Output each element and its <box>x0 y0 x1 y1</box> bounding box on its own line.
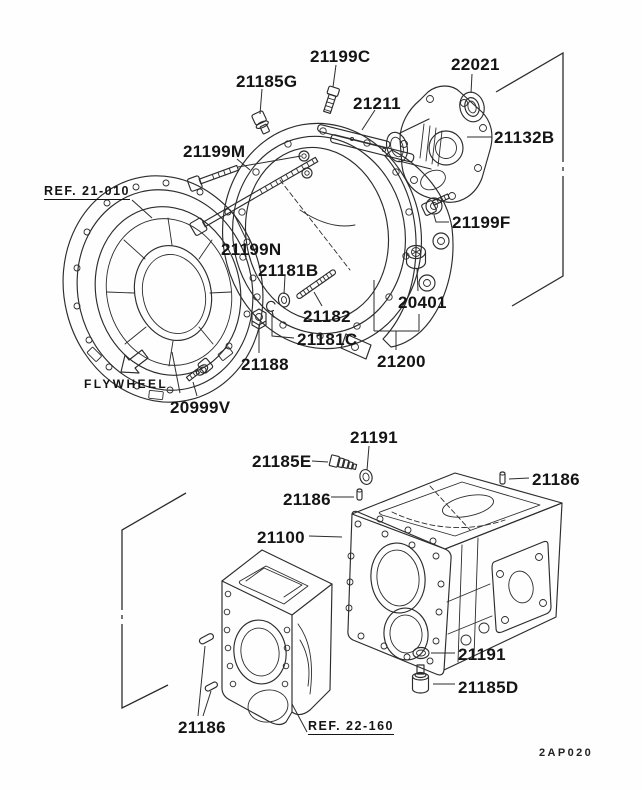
leader-21100 <box>309 536 342 537</box>
cover-front-holes <box>224 591 290 687</box>
leader-22021 <box>471 74 472 93</box>
label-21199m: 21199M <box>183 142 246 161</box>
label-21200: 21200 <box>377 352 426 371</box>
label-21182: 21182 <box>303 307 351 326</box>
pto-cover-21132b-drawing <box>383 86 492 202</box>
diaphragm-finger-lines <box>107 218 231 366</box>
pto-bolt-holes <box>401 96 487 200</box>
pin-21186-mid-drawing <box>357 489 362 500</box>
label-21211: 21211 <box>353 94 401 113</box>
label-21186-bottom: 21186 <box>178 718 226 737</box>
leader-21199m <box>237 159 250 170</box>
case-pad-holes <box>497 554 547 624</box>
group-bracket-left <box>122 493 186 708</box>
clutch-cover-ref21010-drawing <box>39 154 286 423</box>
label-21185g: 21185G <box>236 72 298 91</box>
pin-21186-lower1-drawing <box>198 633 214 645</box>
leader-21199f <box>434 215 449 222</box>
bell-flange-holes <box>239 128 412 339</box>
bell-housing-21200-drawing <box>205 108 453 365</box>
leader-21185e <box>312 461 328 462</box>
label-21191-top: 21191 <box>350 428 398 447</box>
gasket-21211-drawing <box>317 124 414 162</box>
label-21181b: 21181B <box>258 261 319 280</box>
leader-20999v <box>193 382 197 396</box>
leader-lines <box>132 65 529 732</box>
washer-21191-bottom-drawing <box>413 648 429 659</box>
label-21199c: 21199C <box>310 47 371 66</box>
bolt-21185g-drawing <box>251 110 272 135</box>
seal-22021-drawing <box>457 89 488 124</box>
label-21185e: 21185E <box>252 452 312 471</box>
leader-21191-top <box>367 446 369 470</box>
leader-21199c <box>333 65 336 87</box>
label-21186-right: 21186 <box>532 470 580 489</box>
cover-rim-holes <box>74 180 256 393</box>
pin-21186-right-drawing <box>500 472 505 484</box>
case-front-holes <box>346 521 444 664</box>
label-21199f: 21199F <box>452 213 511 232</box>
gear-case-21100-drawing <box>346 473 562 675</box>
leader-21186-bottom-2 <box>203 691 211 716</box>
leader-cover-20999v <box>172 352 180 393</box>
bolt-21199f-drawing <box>421 194 449 216</box>
label-20999v: 20999V <box>170 398 231 417</box>
nut-21188-drawing <box>252 309 266 329</box>
case-top-bosses <box>377 516 436 544</box>
leader-21199n <box>233 212 246 239</box>
leader-21186-right <box>509 478 529 479</box>
stud-21182-drawing <box>296 269 337 299</box>
case-cover-ref22160-drawing <box>222 550 332 725</box>
bolt-21199n-drawing <box>189 157 318 236</box>
bolt-20999v-drawing <box>186 358 213 381</box>
washer-21191-top-drawing <box>358 468 373 486</box>
plug-21185e-drawing <box>329 455 357 472</box>
bolt-21199m-axis-line <box>238 156 301 167</box>
bolt-21199m-drawing <box>187 165 238 191</box>
label-21132b: 21132B <box>494 128 555 147</box>
leader-21186-bottom-1 <box>198 646 205 716</box>
leader-21182 <box>314 292 322 306</box>
washer-21181b-drawing <box>277 292 290 308</box>
plug-20401-drawing <box>407 246 426 269</box>
label-flywheel-note: FLYWHEEL <box>84 377 169 391</box>
leader-21181b <box>284 276 285 294</box>
label-20401: 20401 <box>398 293 447 312</box>
label-21100: 21100 <box>257 528 305 547</box>
label-21185d: 21185D <box>458 678 519 697</box>
label-21186-mid: 21186 <box>283 490 331 509</box>
flywheel-arrow-icon <box>121 350 148 373</box>
label-22021: 22021 <box>451 55 500 74</box>
bolt-21199c-drawing <box>321 86 339 114</box>
leader-21185g <box>260 89 262 114</box>
leader-21211 <box>362 110 375 130</box>
drawing-code: 2AP020 <box>539 747 594 759</box>
leader-20401-21200-bracket <box>374 268 419 350</box>
leader-ref21010 <box>132 200 152 218</box>
label-21199n: 21199N <box>221 240 282 259</box>
leader-ref22160 <box>292 704 307 732</box>
label-ref-21-010: REF. 21-010 <box>44 184 130 200</box>
plug-21185d-drawing <box>413 665 429 693</box>
pin-21186-lower2-drawing <box>204 681 218 692</box>
label-21188: 21188 <box>241 355 289 374</box>
leader-21181c <box>272 315 294 338</box>
snap-ring-21181c-drawing <box>267 301 275 317</box>
label-21181c: 21181C <box>297 330 358 349</box>
label-21191-bottom: 21191 <box>458 645 506 664</box>
label-ref-22-160: REF. 22-160 <box>308 719 394 735</box>
group-bracket-right <box>496 53 563 306</box>
